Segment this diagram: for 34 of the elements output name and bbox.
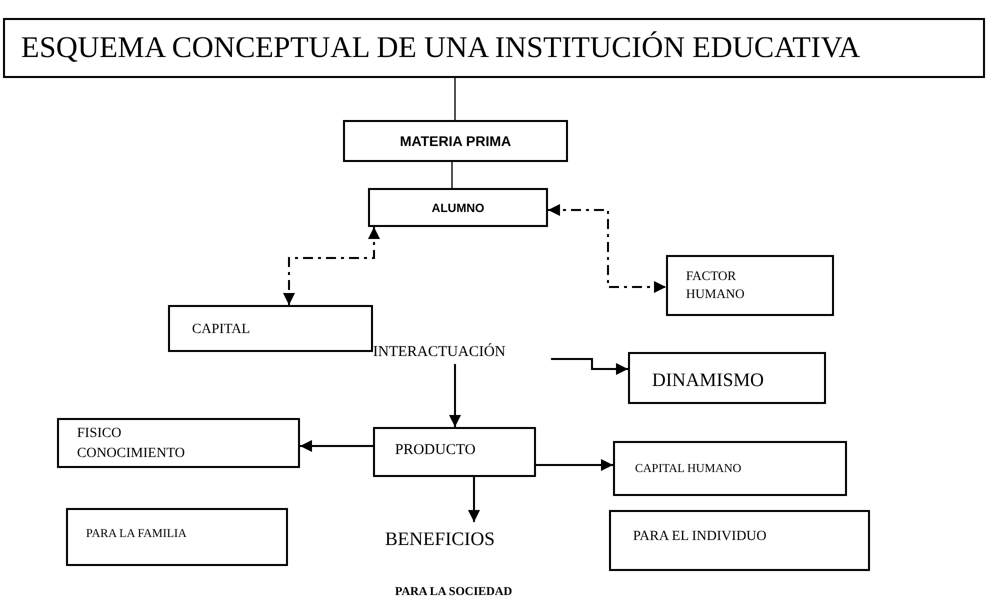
process-box bbox=[368, 188, 548, 227]
process-box bbox=[613, 441, 847, 496]
node-label: FACTOR HUMANO bbox=[686, 267, 746, 303]
node-label: ALUMNO bbox=[432, 200, 484, 216]
node-label: PRODUCTO bbox=[395, 441, 477, 460]
process-box bbox=[609, 510, 870, 571]
node-label: BENEFICIOS bbox=[385, 528, 496, 552]
arrow bbox=[300, 440, 373, 452]
arrow bbox=[551, 358, 628, 375]
title-box bbox=[3, 18, 985, 78]
process-box bbox=[628, 352, 826, 404]
process-box bbox=[168, 305, 373, 352]
node-label: FISICO CONOCIMIENTO bbox=[77, 425, 186, 463]
arrow bbox=[468, 477, 480, 522]
node-label: PARA EL INDIVIDUO bbox=[633, 528, 768, 546]
connector-line bbox=[451, 162, 453, 188]
arrow bbox=[283, 227, 380, 305]
process-box bbox=[66, 508, 288, 566]
node-label: CAPITAL bbox=[192, 321, 251, 339]
process-box bbox=[57, 418, 300, 468]
connector-line bbox=[454, 78, 456, 120]
arrow bbox=[536, 459, 613, 471]
node-label: ESQUEMA CONCEPTUAL DE UNA INSTITUCIÓN EDUCATIVA bbox=[21, 30, 862, 66]
note-text: PARA LA SOCIEDAD bbox=[395, 583, 512, 600]
process-box bbox=[343, 120, 568, 162]
process-box bbox=[373, 427, 536, 477]
node-label: MATERIA PRIMA bbox=[400, 132, 512, 150]
process-box bbox=[666, 255, 834, 316]
node-label: CAPITAL HUMANO bbox=[635, 460, 742, 477]
node-label: DINAMISMO bbox=[652, 369, 765, 393]
node-label: PARA LA FAMILIA bbox=[86, 525, 188, 542]
node-label: INTERACTUACIÓN bbox=[373, 342, 506, 362]
arrow bbox=[548, 204, 666, 293]
arrow bbox=[449, 364, 461, 427]
